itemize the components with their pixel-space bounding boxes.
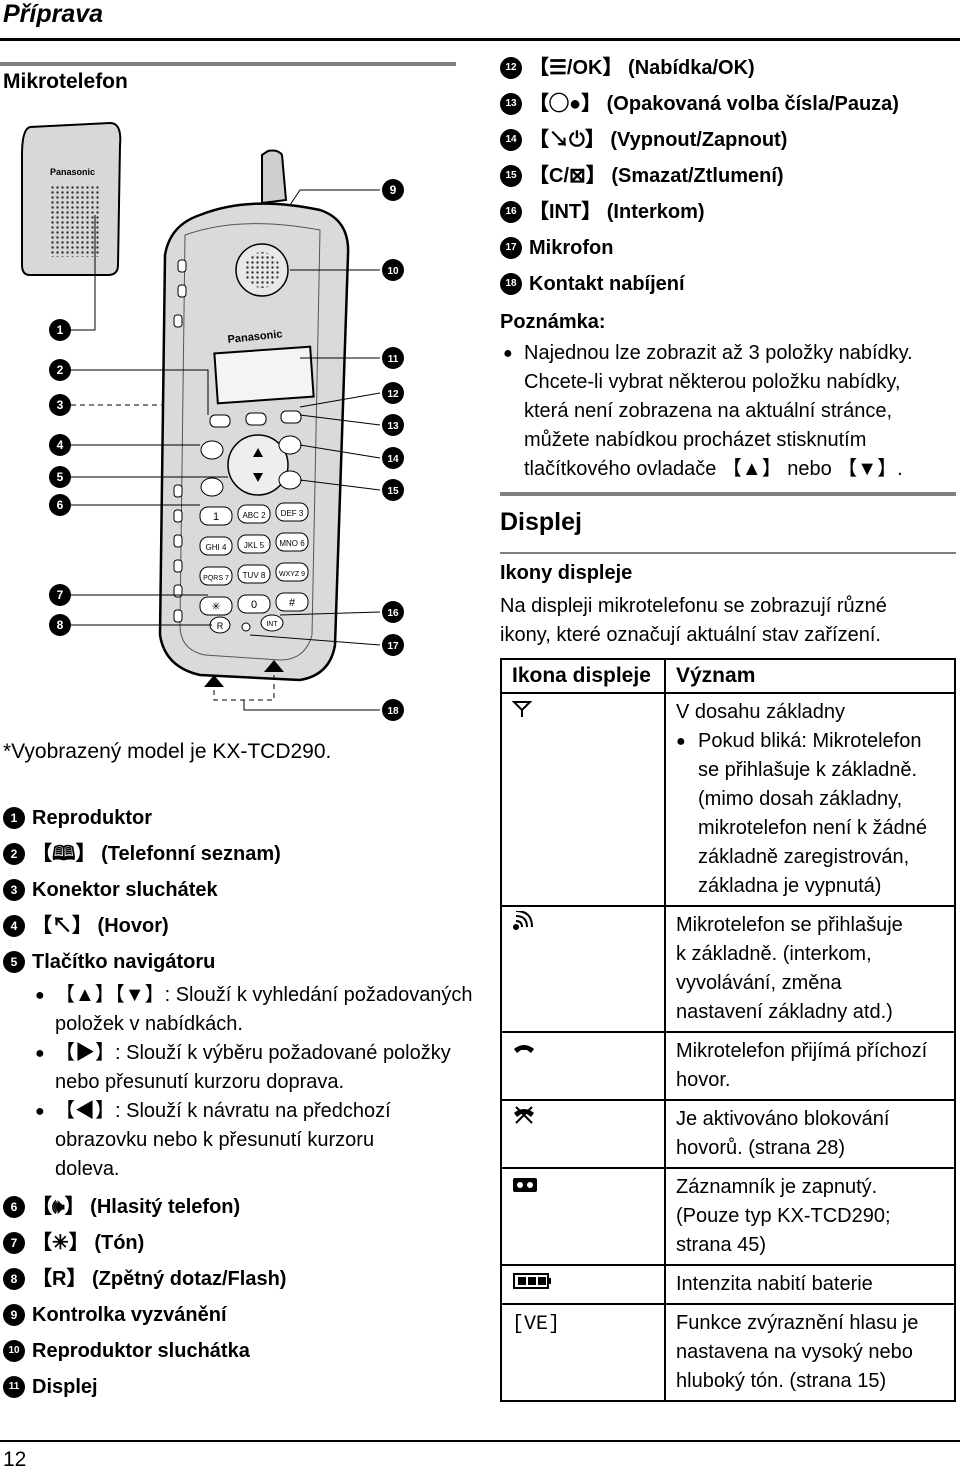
note-title: Poznámka: (500, 311, 606, 333)
callout-14: 14 (387, 454, 399, 465)
callout-4: 4 (57, 438, 64, 452)
footer-rule (0, 1440, 960, 1442)
signal-waves-icon (513, 910, 533, 930)
table-row: V dosahu základny ● Pokud bliká: Mikrote… (500, 692, 956, 907)
nav-bullet-updown: ●【▲】【▼】: Slouží k vyhledání požadovaných… (35, 984, 473, 1035)
callout-3: 3 (57, 398, 64, 412)
key-6: MNO 6 (279, 539, 305, 548)
list-item: 4【↖】 (Hovor) (3, 908, 281, 944)
callout-11: 11 (388, 354, 399, 365)
key-0: 0 (251, 599, 257, 611)
callout-2: 2 (57, 363, 64, 377)
icons-subtitle: Ikony displeje (500, 562, 633, 584)
component-list-left-2: 6【🕪】 (Hlasitý telefon) 7【✳】 (Tón) 8【R】 (… (3, 1189, 286, 1405)
call-block-icon (514, 1106, 534, 1124)
note-body: ● Najednou lze zobrazit až 3 položky nab… (503, 342, 913, 480)
ve-icon: [VE] (512, 1313, 561, 1336)
key-4: GHI 4 (206, 543, 227, 552)
section-title: Mikrotelefon (3, 70, 128, 93)
callout-5: 5 (57, 470, 64, 484)
header-rule (0, 38, 960, 41)
key-hash: # (289, 597, 296, 609)
page-number: 12 (3, 1448, 27, 1471)
displej-subrule (500, 552, 956, 554)
callout-6: 6 (57, 498, 64, 512)
callout-18: 18 (387, 706, 399, 717)
key-5: JKL 5 (244, 541, 265, 550)
list-item: 7【✳】 (Tón) (3, 1225, 286, 1261)
key-7: PQRS 7 (203, 575, 229, 582)
key-8: TUV 8 (243, 571, 266, 580)
callout-17: 17 (387, 641, 399, 652)
section-rule (0, 62, 456, 66)
callout-12: 12 (387, 389, 399, 400)
list-item: 12【☰/OK】 (Nabídka/OK) (500, 50, 899, 86)
list-item: 8【R】 (Zpětný dotaz/Flash) (3, 1261, 286, 1297)
callout-9: 9 (390, 183, 397, 197)
list-item: 14【↘⏻】 (Vypnout/Zapnout) (500, 122, 899, 158)
handset-figure: Panasonic Panasonic 1 (0, 115, 420, 725)
handset-icon (514, 1045, 534, 1053)
list-item: 2【🕮】 (Telefonní seznam) (3, 836, 281, 872)
front-brand: Panasonic (227, 328, 283, 346)
component-list-right: 12【☰/OK】 (Nabídka/OK) 13【◯●】 (Opakovaná … (500, 50, 899, 302)
displej-title: Displej (500, 508, 582, 536)
callout-15: 15 (387, 486, 399, 497)
key-star: ✳ (211, 601, 220, 613)
table-row: Intenzita nabití baterie (500, 1264, 956, 1305)
list-item: 15【C/⊠】 (Smazat/Ztlumení) (500, 158, 899, 194)
answering-machine-icon (513, 1178, 537, 1192)
keypad: 1 ABC 2 DEF 3 GHI 4 JKL 5 MNO 6 PQRS 7 T… (199, 502, 309, 634)
list-item: 13【◯●】 (Opakovaná volba čísla/Pauza) (500, 86, 899, 122)
key-1: 1 (213, 511, 219, 523)
back-brand: Panasonic (50, 167, 95, 177)
callout-10: 10 (387, 266, 399, 277)
nav-bullet-right: ●【▶】: Slouží k výběru požadované položky… (35, 1042, 451, 1093)
key-3: DEF 3 (281, 509, 304, 518)
handset-back-view: Panasonic (21, 121, 122, 276)
key-9: WXYZ 9 (279, 571, 305, 578)
table-row: Záznamník je zapnutý.(Pouze typ KX-TCD29… (500, 1167, 956, 1266)
handset-illustration: Panasonic Panasonic 1 (21, 121, 404, 721)
key-int: INT (266, 621, 278, 628)
icons-intro: Na displeji mikrotelefonu se zobrazují r… (500, 595, 887, 646)
callout-1: 1 (57, 323, 64, 337)
page-header-title: Příprava (3, 0, 104, 28)
navigator-bullets: ●【▲】【▼】: Slouží k vyhledání požadovaných… (3, 981, 473, 1184)
key-2: ABC 2 (242, 511, 266, 520)
key-r: R (217, 621, 224, 631)
callout-8: 8 (57, 618, 64, 632)
display-icons-table: Ikona displeje Význam V dosahu základny … (500, 658, 956, 1402)
callout-13: 13 (387, 421, 399, 432)
callout-7: 7 (57, 588, 64, 602)
table-header-row: Ikona displeje Význam (500, 658, 956, 694)
battery-icon (513, 1273, 551, 1289)
list-item: 16【INT】 (Interkom) (500, 194, 899, 230)
list-item: 6【🕪】 (Hlasitý telefon) (3, 1189, 286, 1225)
callout-16: 16 (387, 608, 399, 619)
model-note: *Vyobrazený model je KX-TCD290. (3, 740, 332, 763)
displej-rule (500, 492, 956, 496)
antenna-icon (511, 701, 533, 717)
